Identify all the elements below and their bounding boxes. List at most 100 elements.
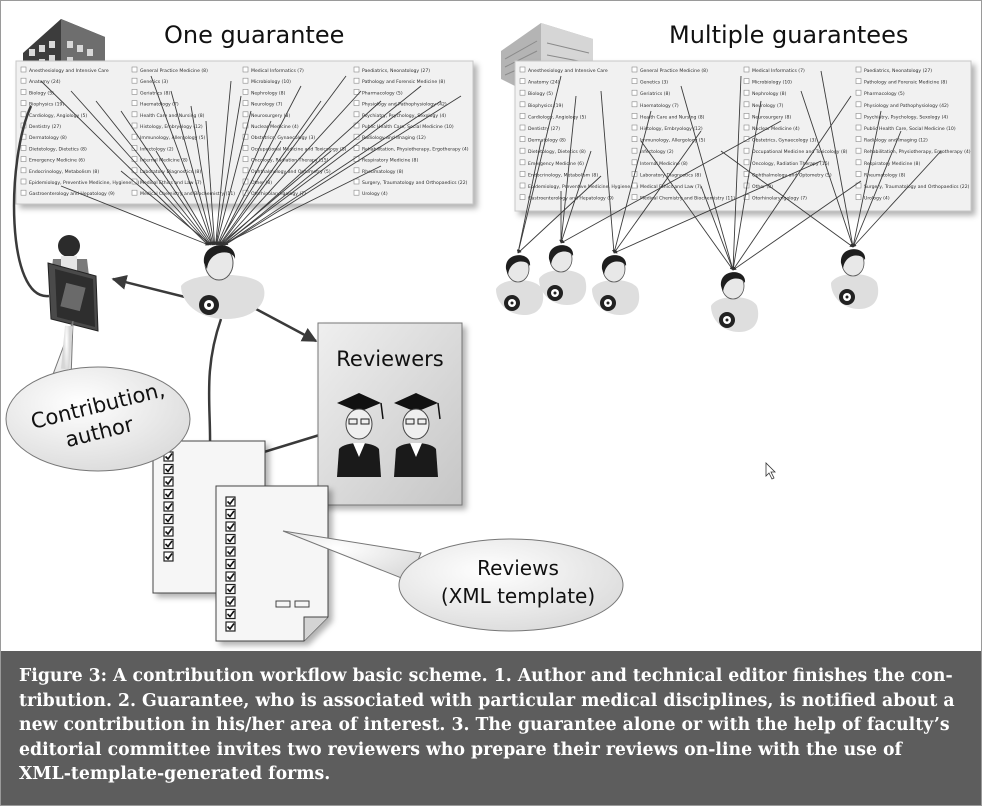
discipline-item: Ophthalmology and Optometry (5) bbox=[242, 167, 331, 175]
discipline-checkbox bbox=[20, 111, 27, 118]
discipline-checkbox bbox=[242, 145, 249, 151]
discipline-checkbox bbox=[131, 167, 138, 174]
discipline-label: Medical Ethics and Law (7) bbox=[140, 180, 202, 186]
notification-arrow bbox=[216, 120, 272, 246]
discipline-label: Radiology and Imaging (12) bbox=[864, 138, 928, 144]
discipline-item: Occupational Medicine and Toxicology (8) bbox=[242, 145, 347, 152]
discipline-checkbox bbox=[855, 171, 862, 177]
discipline-checkbox bbox=[519, 89, 526, 96]
discipline-checkbox bbox=[631, 182, 638, 189]
notification-arrow bbox=[220, 90, 362, 246]
notification-arrow bbox=[95, 100, 211, 246]
discipline-label: General Practice Medicine (8) bbox=[140, 68, 208, 74]
notification-arrow bbox=[851, 110, 882, 248]
notification-arrow bbox=[560, 120, 782, 244]
discipline-label: Endocrinology, Metabolism (8) bbox=[29, 169, 99, 175]
notification-arrow bbox=[852, 130, 902, 248]
discipline-label: Genetics (3) bbox=[140, 79, 168, 85]
notification-arrow bbox=[852, 150, 942, 248]
disciplines-list-right: Anesthesiology and Intensive CareAnatomy… bbox=[519, 66, 971, 202]
discipline-label: Obstetrics, Gynaecology (3) bbox=[251, 135, 315, 141]
discipline-label: Microbiology (10) bbox=[752, 80, 792, 86]
discipline-label: Paediatrics, Neonatology (27) bbox=[864, 68, 932, 74]
discipline-label: Anatomy (24) bbox=[29, 79, 61, 85]
discipline-label: Medical Informatics (7) bbox=[752, 68, 805, 74]
discipline-label: Paediatrics, Neonatology (27) bbox=[362, 68, 430, 74]
discipline-label: Ophthalmology and Optometry (5) bbox=[251, 169, 331, 175]
discipline-label: Haematology (7) bbox=[640, 103, 679, 109]
discipline-checkbox bbox=[131, 156, 138, 162]
discipline-item: Pharmacology (5) bbox=[353, 89, 403, 96]
discipline-label: Haematology (7) bbox=[140, 102, 179, 108]
discipline-item: Dentistry (27) bbox=[519, 124, 560, 132]
reviews-speech-bubble: Reviews (XML template) bbox=[282, 530, 624, 632]
discipline-item: Neurosurgery (8) bbox=[743, 113, 791, 120]
discipline-checkbox bbox=[353, 66, 360, 73]
discipline-label: Oncology, Radiation Therapy (15) bbox=[752, 161, 830, 167]
discipline-checkbox bbox=[855, 124, 862, 131]
notification-arrow bbox=[640, 140, 734, 271]
discipline-item: Medical Chemistry and Biochemistry (11) bbox=[131, 189, 235, 197]
discipline-item: Paediatrics, Neonatology (27) bbox=[353, 66, 430, 74]
notification-arrow bbox=[517, 75, 562, 254]
discipline-item: Health Care and Nursing (8) bbox=[631, 113, 705, 120]
discipline-checkbox bbox=[242, 156, 249, 162]
discipline-item: Internal Medicine (8) bbox=[631, 159, 688, 167]
discipline-item: Infectology (2) bbox=[131, 145, 174, 152]
form-button-1 bbox=[275, 600, 291, 608]
notification-arrow bbox=[150, 75, 214, 246]
caption-line-2: tribution. 2. Guarantee, who is associat… bbox=[19, 690, 955, 711]
discipline-checkbox bbox=[743, 78, 750, 84]
discipline-item: Medical Informatics (7) bbox=[242, 66, 304, 74]
discipline-checkbox bbox=[20, 100, 27, 106]
discipline-label: Laboratory Diagnostics (8) bbox=[640, 172, 701, 178]
reviewers-label: Reviewers bbox=[336, 347, 443, 371]
discipline-checkbox bbox=[242, 100, 249, 106]
disciplines-panel-right bbox=[514, 60, 972, 212]
discipline-item: Public Health Care, Social Medicine (10) bbox=[353, 122, 454, 130]
discipline-label: Geriatrics (8) bbox=[140, 90, 170, 96]
discipline-label: Anesthesiology and Intensive Care bbox=[528, 68, 608, 74]
discipline-label: Cardiology, Angiology (5) bbox=[29, 113, 87, 119]
discipline-item: Genetics (3) bbox=[631, 78, 668, 86]
discipline-label: Histology, Embryology (12) bbox=[140, 124, 203, 130]
discipline-checkbox bbox=[353, 178, 360, 185]
discipline-label: Biology (5) bbox=[528, 91, 553, 97]
discipline-item: Physiology and Pathophysiology (42) bbox=[855, 101, 949, 109]
discipline-item: Psychiatry, Psychology, Sexology (4) bbox=[353, 111, 446, 119]
discipline-item: Gastroenterology and Hepatology (9) bbox=[20, 189, 115, 197]
checkbox-icon bbox=[163, 538, 174, 550]
discipline-label: Biophysics (19) bbox=[29, 102, 64, 108]
notification-arrow bbox=[516, 140, 542, 254]
notification-arrow bbox=[70, 90, 210, 246]
discipline-label: Internal Medicine (8) bbox=[140, 158, 188, 164]
discipline-checkbox bbox=[242, 77, 249, 84]
disciplines-list-left: Anesthesiology and Intensive CareAnatomy… bbox=[20, 66, 469, 197]
checkbox-icon bbox=[225, 596, 236, 607]
discipline-item: Epidemiology, Preventive Medicine, Hygie… bbox=[20, 178, 139, 186]
discipline-label: Psychiatry, Psychology, Sexology (4) bbox=[864, 114, 948, 120]
discipline-item: Psychiatry, Psychology, Sexology (4) bbox=[855, 113, 948, 120]
checkbox-icon bbox=[225, 608, 236, 620]
discipline-label: Other (8) bbox=[251, 180, 272, 186]
guarantee-people-group bbox=[496, 245, 879, 332]
notification-arrow bbox=[720, 150, 854, 248]
discipline-checkbox bbox=[353, 145, 360, 151]
discipline-label: Biology (5) bbox=[29, 90, 54, 96]
notification-arrow bbox=[40, 80, 209, 246]
discipline-checkbox bbox=[131, 89, 138, 95]
bubble-reviews-line-2: (XML template) bbox=[441, 584, 595, 608]
discipline-label: Surgery, Traumatology and Orthopaedics (… bbox=[362, 180, 468, 186]
discipline-item: Oncology, Radiation Therapy (15) bbox=[743, 159, 830, 167]
discipline-label: Internal Medicine (8) bbox=[640, 161, 688, 167]
notification-arrow bbox=[613, 130, 702, 254]
guarantee-person-icon bbox=[592, 255, 640, 315]
discipline-label: Nuclear Medicine (4) bbox=[251, 124, 299, 130]
discipline-label: Neurology (7) bbox=[752, 103, 784, 109]
discipline-item: Surgery, Traumatology and Orthopaedics (… bbox=[855, 182, 970, 190]
checkbox-icon bbox=[225, 496, 236, 507]
guarantee-person-icon bbox=[711, 272, 759, 332]
discipline-label: Health Care and Nursing (8) bbox=[640, 114, 705, 120]
discipline-checkbox bbox=[519, 101, 526, 108]
figure-caption: Figure 3: A contribution workflow basic … bbox=[1, 651, 981, 805]
